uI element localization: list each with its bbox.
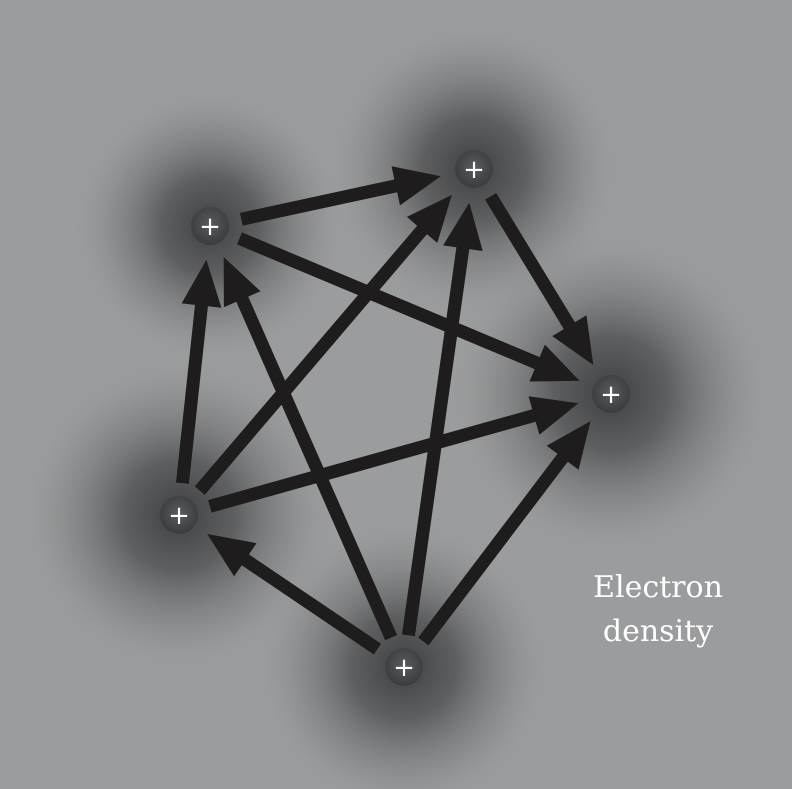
arrow-left-to-top [194,194,452,495]
plus-sign: + [463,155,485,185]
nucleus-top-left: + [191,207,229,245]
nucleus-dot [160,496,198,534]
arrow-bottom-to-top [402,202,483,637]
plus-sign: + [600,380,622,410]
label-line-1: Electron [593,570,723,605]
nucleus-top: + [455,150,493,188]
nucleus-dot [592,375,630,413]
nucleus-dot [385,648,423,686]
plus-sign: + [393,653,415,683]
arrow-bottom-to-top-left [223,257,398,641]
nucleus-bottom: + [385,648,423,686]
arrow-top-left-to-top [239,166,441,226]
arrow-left-to-right [208,396,579,513]
arrow-top-left-to-right [237,232,580,382]
arrow-left-to-top-left [176,259,222,484]
electron-density-label: Electron density [578,566,738,654]
plus-sign: + [168,501,190,531]
plus-sign: + [199,212,221,242]
arrow-bottom-to-left [207,534,382,655]
arrow-bottom-to-right [418,421,591,646]
label-line-2: density [602,614,714,649]
arrow-top-to-right [485,193,594,365]
nucleus-dot [191,207,229,245]
arrows [176,166,594,655]
nuclei: + + + + + [160,150,630,686]
nucleus-left: + [160,496,198,534]
nucleus-right: + [592,375,630,413]
nucleus-dot [455,150,493,188]
